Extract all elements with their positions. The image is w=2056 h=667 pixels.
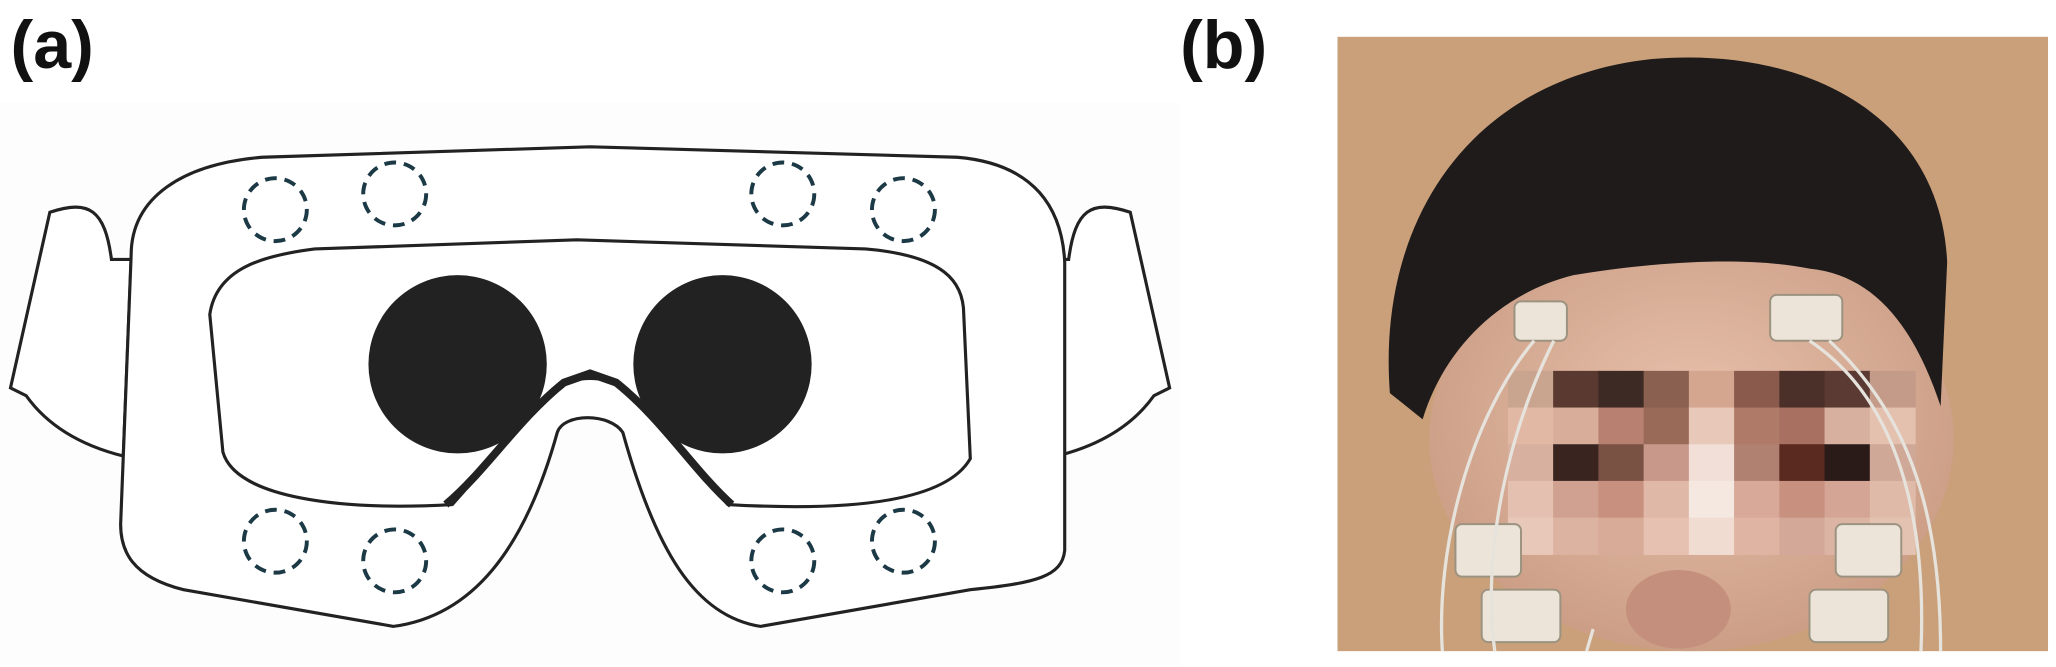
pixel-block (1553, 370, 1600, 409)
pixel-block (1598, 407, 1645, 445)
hair (1388, 57, 1948, 420)
pixel-block (1643, 517, 1690, 555)
pixel-block (1734, 407, 1780, 445)
pixel-block (1688, 407, 1735, 445)
electrode-marker (869, 176, 937, 244)
pixel-block (1688, 517, 1735, 555)
electrode-marker (749, 160, 817, 228)
electrode-positions (241, 160, 937, 595)
left-lens (368, 275, 547, 454)
pixel-block (1598, 517, 1645, 555)
electrode-marker (361, 527, 429, 595)
pixel-block (1553, 517, 1600, 555)
electrode-marker (749, 527, 817, 595)
pixel-block (1779, 517, 1826, 555)
electrode-marker (361, 160, 429, 228)
panel-label-a: (a) (10, 7, 93, 83)
electrode-marker (241, 176, 309, 244)
pixel-block (1507, 480, 1554, 519)
pixel-block (1598, 370, 1645, 409)
pixel-block (1779, 370, 1826, 409)
pixel-block (1734, 370, 1780, 409)
pixel-block (1824, 444, 1871, 482)
pixel-block (1598, 480, 1645, 519)
pixel-block (1869, 370, 1916, 409)
pixel-block (1779, 407, 1826, 445)
panel-label-b: (b) (1180, 7, 1267, 83)
pixel-block (1553, 444, 1600, 482)
pixel-block (1643, 407, 1690, 445)
electrode-marker (869, 507, 937, 575)
pixel-block (1643, 370, 1690, 409)
pixel-block (1643, 480, 1690, 519)
left-strap (8, 205, 133, 459)
vr-mask-diagram (0, 102, 1181, 666)
pixel-block (1688, 444, 1735, 482)
right-strap (1047, 205, 1172, 459)
pixel-block (1779, 480, 1826, 519)
pixel-block (1553, 407, 1600, 445)
pixel-block (1734, 517, 1780, 555)
nose (1625, 570, 1731, 649)
pixel-block (1553, 480, 1600, 519)
pixel-block (1824, 480, 1871, 519)
privacy-pixelation (1507, 370, 1916, 555)
pixel-block (1598, 444, 1645, 482)
pixel-block (1779, 444, 1826, 482)
pixel-block (1734, 444, 1780, 482)
pixel-block (1688, 370, 1735, 409)
right-lens (633, 275, 812, 454)
electrodes-on-face (1454, 293, 1903, 644)
pixel-block (1734, 480, 1780, 519)
electrode-marker (241, 507, 309, 575)
nose-bridge (443, 369, 735, 508)
pixel-block (1824, 407, 1871, 445)
face-photo (1337, 36, 2049, 652)
pixel-block (1507, 444, 1554, 482)
pixel-block (1688, 480, 1735, 519)
pixel-block (1643, 444, 1690, 482)
electrode-wires (1439, 339, 1943, 652)
